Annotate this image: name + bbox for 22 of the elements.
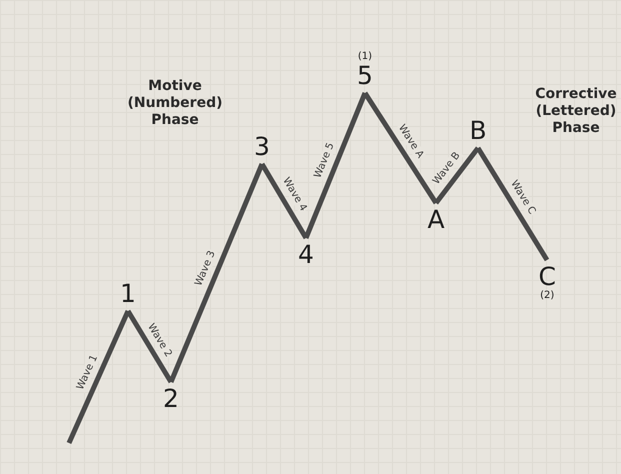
wave-point-label: 2 <box>163 386 179 412</box>
wave-line <box>66 310 130 444</box>
wave-degree-note: (1) <box>358 51 372 63</box>
wave-line <box>434 146 480 205</box>
phase-label: Corrective (Lettered) Phase <box>534 86 618 136</box>
wave-point-label: C <box>538 264 556 290</box>
phase-label: Motive (Numbered) Phase <box>126 78 224 128</box>
wave-line <box>304 92 368 239</box>
wave-line <box>168 163 264 383</box>
wave-line <box>362 92 438 204</box>
wave-line <box>260 162 308 240</box>
wave-point-label: 3 <box>254 134 270 160</box>
wave-point-label: A <box>428 207 445 233</box>
edge-label: Wave 3 <box>192 248 218 288</box>
wave-point-label: 1 <box>120 281 136 307</box>
wave-line <box>126 310 174 384</box>
wave-point-label: B <box>470 118 487 144</box>
wave-point-label: 4 <box>298 242 314 268</box>
wave-line <box>476 146 550 262</box>
wave-point-label: 5 <box>357 63 373 89</box>
edge-label: Wave 5 <box>312 140 337 182</box>
wave-degree-note: (2) <box>540 290 554 302</box>
